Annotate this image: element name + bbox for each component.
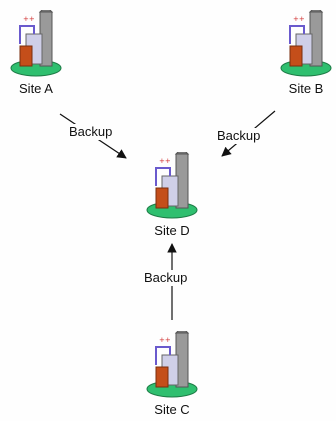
edge-label-b-d: Backup xyxy=(215,128,263,144)
site-b-node: ++ Site B xyxy=(274,10,336,100)
svg-text:++: ++ xyxy=(23,15,35,23)
building-site-icon: ++ xyxy=(146,331,198,398)
site-c-label: Site C xyxy=(154,402,190,417)
building-site-icon: ++ xyxy=(280,10,332,77)
site-d-node: ++ Site D xyxy=(140,152,204,242)
svg-text:++: ++ xyxy=(159,336,171,344)
site-a-label: Site A xyxy=(19,81,53,96)
edge-label-c-d: Backup xyxy=(142,270,190,286)
svg-text:++: ++ xyxy=(293,15,305,23)
site-d-label: Site D xyxy=(154,223,190,238)
site-b-label: Site B xyxy=(288,81,324,96)
edge-label-a-d: Backup xyxy=(67,124,115,140)
building-site-icon: ++ xyxy=(10,10,62,77)
site-c-node: ++ Site C xyxy=(140,331,204,421)
site-a-node: ++ Site A xyxy=(4,10,68,100)
svg-text:++: ++ xyxy=(159,157,171,165)
building-site-icon: ++ xyxy=(146,152,198,219)
